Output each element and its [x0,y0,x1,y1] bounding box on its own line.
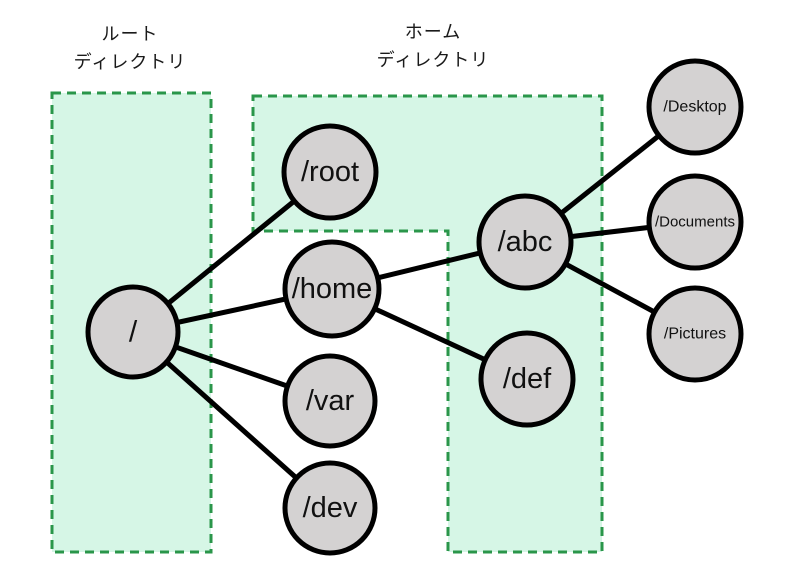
node-label-home: /home [292,273,373,305]
node-pictures: /Pictures [646,285,744,383]
node-def: /def [478,330,576,428]
node-label-slash: / [129,316,138,349]
root-directory-label: ルート ディレクトリ [30,20,230,76]
node-slash: / [85,284,181,380]
node-label-dev: /dev [303,492,358,524]
root-directory-label-line2: ディレクトリ [73,52,187,72]
node-label-var: /var [306,385,355,417]
node-circle-abc [476,193,574,291]
node-circle-slash [85,284,181,380]
node-abc: /abc [476,193,574,291]
root-directory-label-line1: ルート [101,24,159,44]
node-circle-var [282,353,378,449]
node-circle-home [282,239,382,339]
node-label-desktop: /Desktop [663,99,726,116]
node-dev: /dev [282,460,378,556]
node-label-root: /root [301,156,359,188]
home-directory-label-line2: ディレクトリ [376,50,490,70]
node-circle-def [478,330,576,428]
node-label-pictures: /Pictures [664,326,726,343]
home-directory-label: ホーム ディレクトリ [333,18,533,74]
node-circle-desktop [646,58,744,156]
node-circle-pictures [646,285,744,383]
node-circle-documents [646,173,744,271]
node-documents: /Documents [646,173,744,271]
node-label-abc: /abc [498,226,553,258]
node-var: /var [282,353,378,449]
node-label-documents: /Documents [655,214,735,231]
node-root: /root [281,123,379,221]
node-label-def: /def [503,363,552,395]
node-desktop: /Desktop [646,58,744,156]
node-circle-dev [282,460,378,556]
node-circle-root [281,123,379,221]
node-home: /home [282,239,382,339]
home-directory-label-line1: ホーム [404,22,462,42]
